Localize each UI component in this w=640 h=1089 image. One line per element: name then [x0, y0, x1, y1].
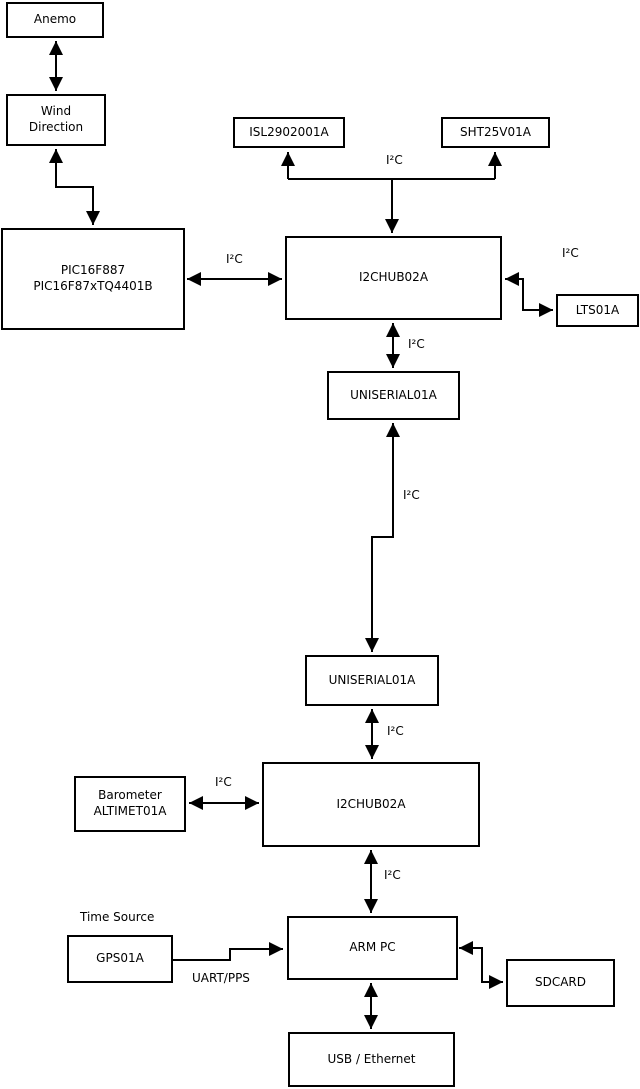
box-wind-direction: Wind Direction [6, 94, 106, 146]
box-arm-pc-label: ARM PC [349, 940, 396, 955]
edge-label-uart-pps: UART/PPS [192, 971, 250, 985]
box-anemometer: Anemo [6, 2, 104, 38]
box-barometer-line1: Barometer [98, 788, 162, 803]
edge-label-i2c-hub1-uniserial1: I²C [408, 337, 425, 351]
box-wind-direction-line2: Direction [28, 120, 84, 134]
box-usb-ethernet-label: USB / Ethernet [327, 1051, 416, 1066]
connector-gps-armpc [173, 942, 283, 961]
box-uniserial-2-label: UNISERIAL01A [328, 672, 416, 687]
box-i2c-hub-1: I2CHUB02A [285, 236, 502, 320]
box-barometer-altimeter: Barometer ALTIMET01A [74, 776, 186, 832]
box-i2c-hub-2: I2CHUB02A [262, 762, 480, 847]
box-barometer-line2: ALTIMET01A [93, 804, 167, 818]
box-sdcard: SDCARD [506, 959, 615, 1007]
edge-label-i2c-pic-hub1: I²C [226, 252, 243, 266]
box-sht-humidity-sensor: SHT25V01A [441, 117, 550, 148]
box-lts-label: LTS01A [575, 302, 620, 317]
edge-label-i2c-uniserial2-hub2: I²C [387, 724, 404, 738]
box-i2c-hub-2-label: I2CHUB02A [336, 796, 406, 811]
edge-label-i2c-barometer-hub2: I²C [215, 775, 232, 789]
box-i2c-hub-1-label: I2CHUB02A [358, 270, 429, 285]
box-anemometer-label: Anemo [33, 12, 77, 27]
edge-label-i2c-long-line: I²C [403, 488, 420, 502]
box-uniserial-2: UNISERIAL01A [305, 655, 439, 706]
connector-wind-pic [49, 149, 100, 225]
box-wind-direction-line1: Wind [40, 104, 72, 119]
connector-uniserial1-uniserial2 [365, 423, 400, 652]
box-uniserial-1: UNISERIAL01A [327, 371, 460, 420]
box-gps-label: GPS01A [96, 951, 144, 966]
box-lts-temperature-sensor: LTS01A [556, 294, 639, 327]
box-arm-pc: ARM PC [287, 916, 458, 980]
box-sdcard-label: SDCARD [534, 975, 587, 990]
edge-label-i2c-hub2-armpc: I²C [384, 868, 401, 882]
annotation-time-source: Time Source [80, 910, 155, 924]
box-pic-line1: PIC16F887 [60, 263, 126, 278]
box-pic-microcontroller: PIC16F887 PIC16F87xTQ4401B [1, 228, 185, 330]
box-pic-line2: PIC16F87xTQ4401B [33, 279, 153, 293]
box-isl-light-sensor: ISL2902001A [233, 117, 345, 148]
edge-label-i2c-sensor-bus: I²C [386, 153, 403, 167]
box-uniserial-1-label: UNISERIAL01A [350, 387, 437, 402]
box-sht-label: SHT25V01A [460, 124, 531, 139]
edge-label-i2c-hub1-lts: I²C [562, 246, 579, 260]
box-isl-label: ISL2902001A [249, 124, 329, 139]
box-usb-ethernet: USB / Ethernet [288, 1032, 455, 1087]
connector-armpc-sdcard [459, 941, 503, 989]
box-gps: GPS01A [67, 935, 173, 983]
connector-hub1-lts [505, 272, 553, 317]
